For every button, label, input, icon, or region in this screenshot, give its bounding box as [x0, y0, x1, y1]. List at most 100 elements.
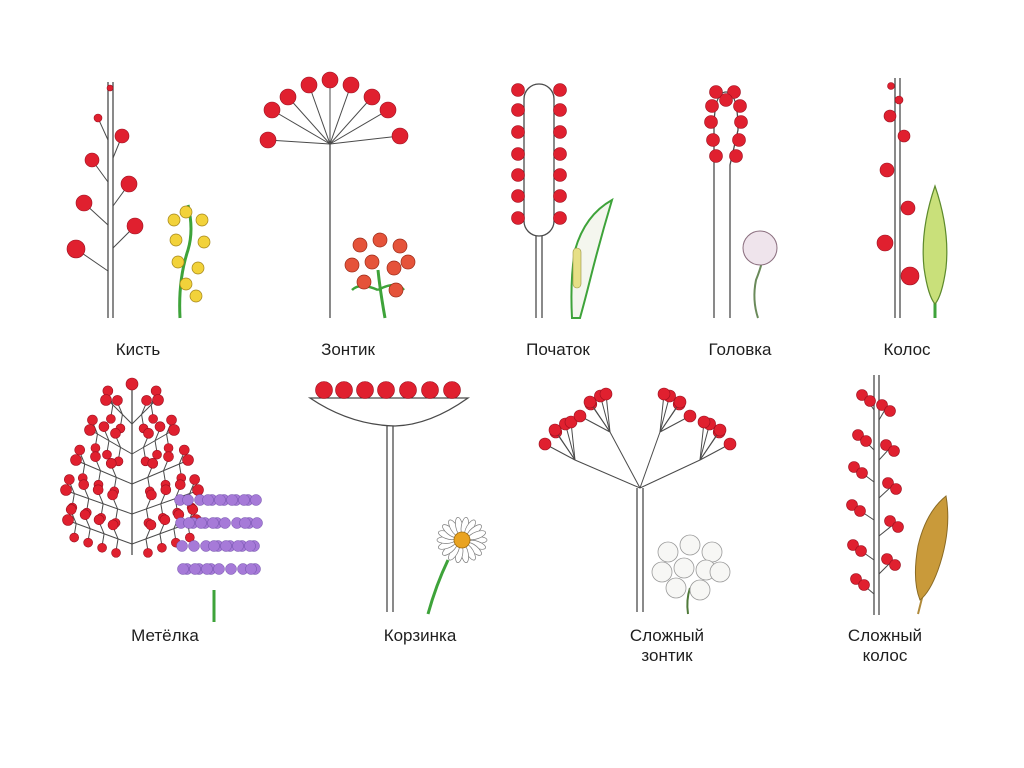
flower-dot	[85, 153, 99, 167]
flower-dot	[733, 134, 746, 147]
flower-dot	[400, 382, 417, 399]
flower-dot	[169, 425, 180, 436]
flower-dot	[554, 148, 567, 161]
flower-dot	[554, 104, 567, 117]
flower-dot	[63, 515, 74, 526]
flower-dot	[112, 395, 122, 405]
label-pochatok: Початок	[508, 340, 608, 360]
label-kist: Кисть	[88, 340, 188, 360]
flower-dot	[84, 538, 93, 547]
flower-dot	[512, 104, 525, 117]
flower-dot	[392, 128, 408, 144]
flower-dot	[98, 543, 107, 552]
umbel-flower	[345, 258, 359, 272]
white-umbel-cluster	[710, 562, 730, 582]
flower-dot	[101, 395, 112, 406]
lilac-flower	[240, 518, 251, 529]
white-umbel-cluster	[680, 535, 700, 555]
flower-dot	[698, 416, 710, 428]
flower-dot	[707, 134, 720, 147]
flower-dot	[893, 522, 904, 533]
raceme-flower	[180, 206, 192, 218]
flower-dot	[512, 126, 525, 139]
flower-dot	[512, 190, 525, 203]
flower-dot	[157, 543, 166, 552]
flower-dot	[888, 83, 895, 90]
flower-dot	[71, 455, 82, 466]
flower-dot	[730, 150, 743, 163]
flower-dot	[112, 548, 121, 557]
clover-stem	[754, 262, 762, 318]
flower-dot	[107, 85, 113, 91]
label-korzinka: Корзинка	[365, 626, 475, 646]
flower-dot	[108, 490, 118, 500]
spadix-axis	[524, 84, 554, 236]
umbel-flower	[387, 261, 401, 275]
flower-dot	[151, 386, 161, 396]
flower-dot	[179, 445, 189, 455]
flower-dot	[106, 414, 115, 423]
flower-dot	[380, 102, 396, 118]
flower-dot	[153, 450, 162, 459]
flower-dot	[164, 452, 174, 462]
lilac-flower	[183, 495, 194, 506]
flower-dot	[66, 505, 76, 515]
flower-dot	[91, 444, 100, 453]
lilac-flower	[189, 541, 200, 552]
flower-dot	[584, 396, 596, 408]
lilac-flower	[251, 495, 262, 506]
lilac-flower	[202, 564, 213, 575]
raceme-flower	[196, 214, 208, 226]
flower-dot	[714, 424, 726, 436]
flower-dot	[336, 382, 353, 399]
lilac-flower	[252, 518, 263, 529]
flower-dot	[684, 410, 696, 422]
flower-dot	[343, 77, 359, 93]
flower-dot	[735, 116, 748, 129]
white-umbel-cluster	[690, 580, 710, 600]
flower-dot	[710, 150, 723, 163]
flower-dot	[512, 169, 525, 182]
flower-dot	[110, 428, 120, 438]
flower-dot	[378, 382, 395, 399]
flower-dot	[106, 458, 116, 468]
flower-dot	[857, 468, 868, 479]
compound-spike-diagram	[847, 375, 904, 615]
umbel-flower	[373, 233, 387, 247]
flower-dot	[90, 452, 100, 462]
lilac-flower	[184, 518, 195, 529]
umbel-flower	[401, 255, 415, 269]
flower-dot	[264, 102, 280, 118]
daisy-center	[454, 532, 470, 548]
flower-dot	[79, 480, 89, 490]
label-metelka: Метёлка	[115, 626, 215, 646]
flower-dot	[146, 490, 156, 500]
flower-dot	[891, 484, 902, 495]
flower-dot	[859, 580, 870, 591]
raceme-diagram	[67, 82, 143, 318]
flower-dot	[855, 506, 866, 517]
flower-dot	[658, 388, 670, 400]
flower-dot	[149, 414, 158, 423]
flower-dot	[167, 415, 177, 425]
flower-dot	[102, 450, 111, 459]
flower-dot	[512, 148, 525, 161]
flower-dot	[188, 505, 198, 515]
flower-dot	[67, 240, 85, 258]
flower-dot	[190, 475, 200, 485]
daisy-stem	[428, 560, 448, 614]
flower-dot	[898, 130, 910, 142]
flower-dot	[94, 515, 104, 525]
flower-dot	[865, 396, 876, 407]
lilac-flower	[177, 541, 188, 552]
lilac-flower	[196, 518, 207, 529]
umbel-diagram	[260, 72, 408, 318]
flower-dot	[126, 378, 138, 390]
flower-dot	[260, 132, 276, 148]
lilac-flower	[221, 541, 232, 552]
panicle-diagram	[61, 378, 204, 557]
flower-dot	[705, 116, 718, 129]
flower-dot	[85, 425, 96, 436]
raceme-flower	[172, 256, 184, 268]
flower-dot	[554, 169, 567, 182]
